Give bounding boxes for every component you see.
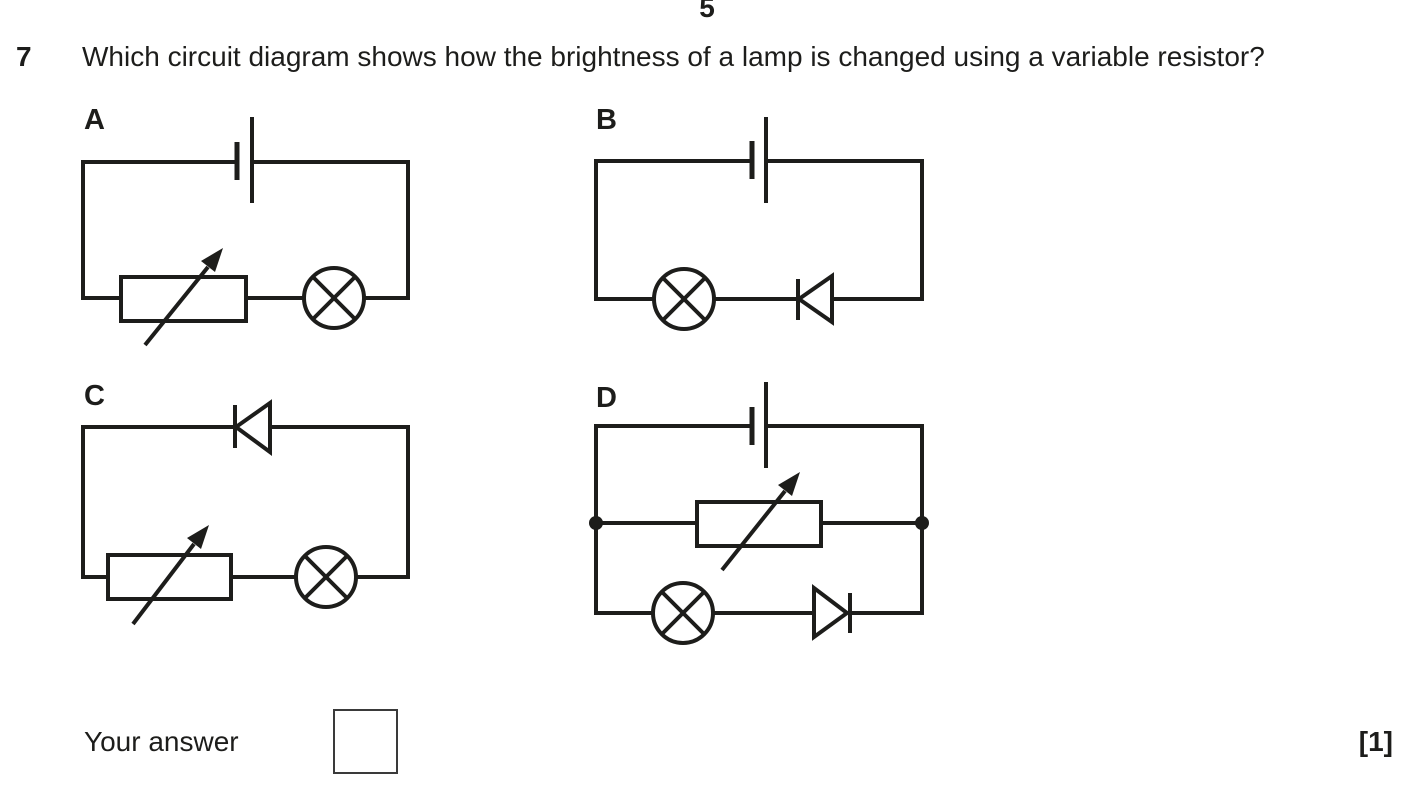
diode-icon (812, 583, 852, 641)
variable-resistor-icon (119, 248, 248, 347)
circuit-wires (81, 425, 410, 579)
lamp-icon (652, 267, 716, 331)
circuit-diagram-d (589, 382, 929, 645)
circuit-wires (594, 424, 924, 615)
circuit-diagram-a (81, 117, 410, 347)
diode-icon (232, 399, 272, 456)
circuit-label-c: C (84, 380, 105, 412)
marks-badge: [1] (1358, 726, 1393, 757)
cell-icon (749, 117, 768, 203)
question-text: Which circuit diagram shows how the brig… (82, 41, 1265, 72)
circuit-wires (594, 159, 924, 301)
circuit-label-d: D (596, 382, 617, 414)
circuit-wires (81, 160, 410, 300)
junction-dot (589, 516, 929, 530)
circuit-label-a: A (84, 104, 105, 136)
lamp-icon (294, 545, 358, 609)
question-number: 7 (16, 41, 32, 72)
lamp-icon (302, 266, 366, 330)
lamp-icon (651, 581, 715, 645)
answer-box[interactable] (333, 709, 398, 774)
circuit-diagram-b (594, 117, 924, 331)
page-number: 5 (699, 0, 715, 23)
variable-resistor-icon (106, 525, 233, 626)
circuit-diagram-c (81, 399, 410, 626)
diode-icon (795, 272, 834, 326)
cell-icon (749, 382, 768, 468)
variable-resistor-icon (695, 472, 823, 572)
cell-icon (234, 117, 254, 203)
circuit-label-b: B (596, 104, 617, 136)
answer-prompt: Your answer (84, 726, 239, 757)
